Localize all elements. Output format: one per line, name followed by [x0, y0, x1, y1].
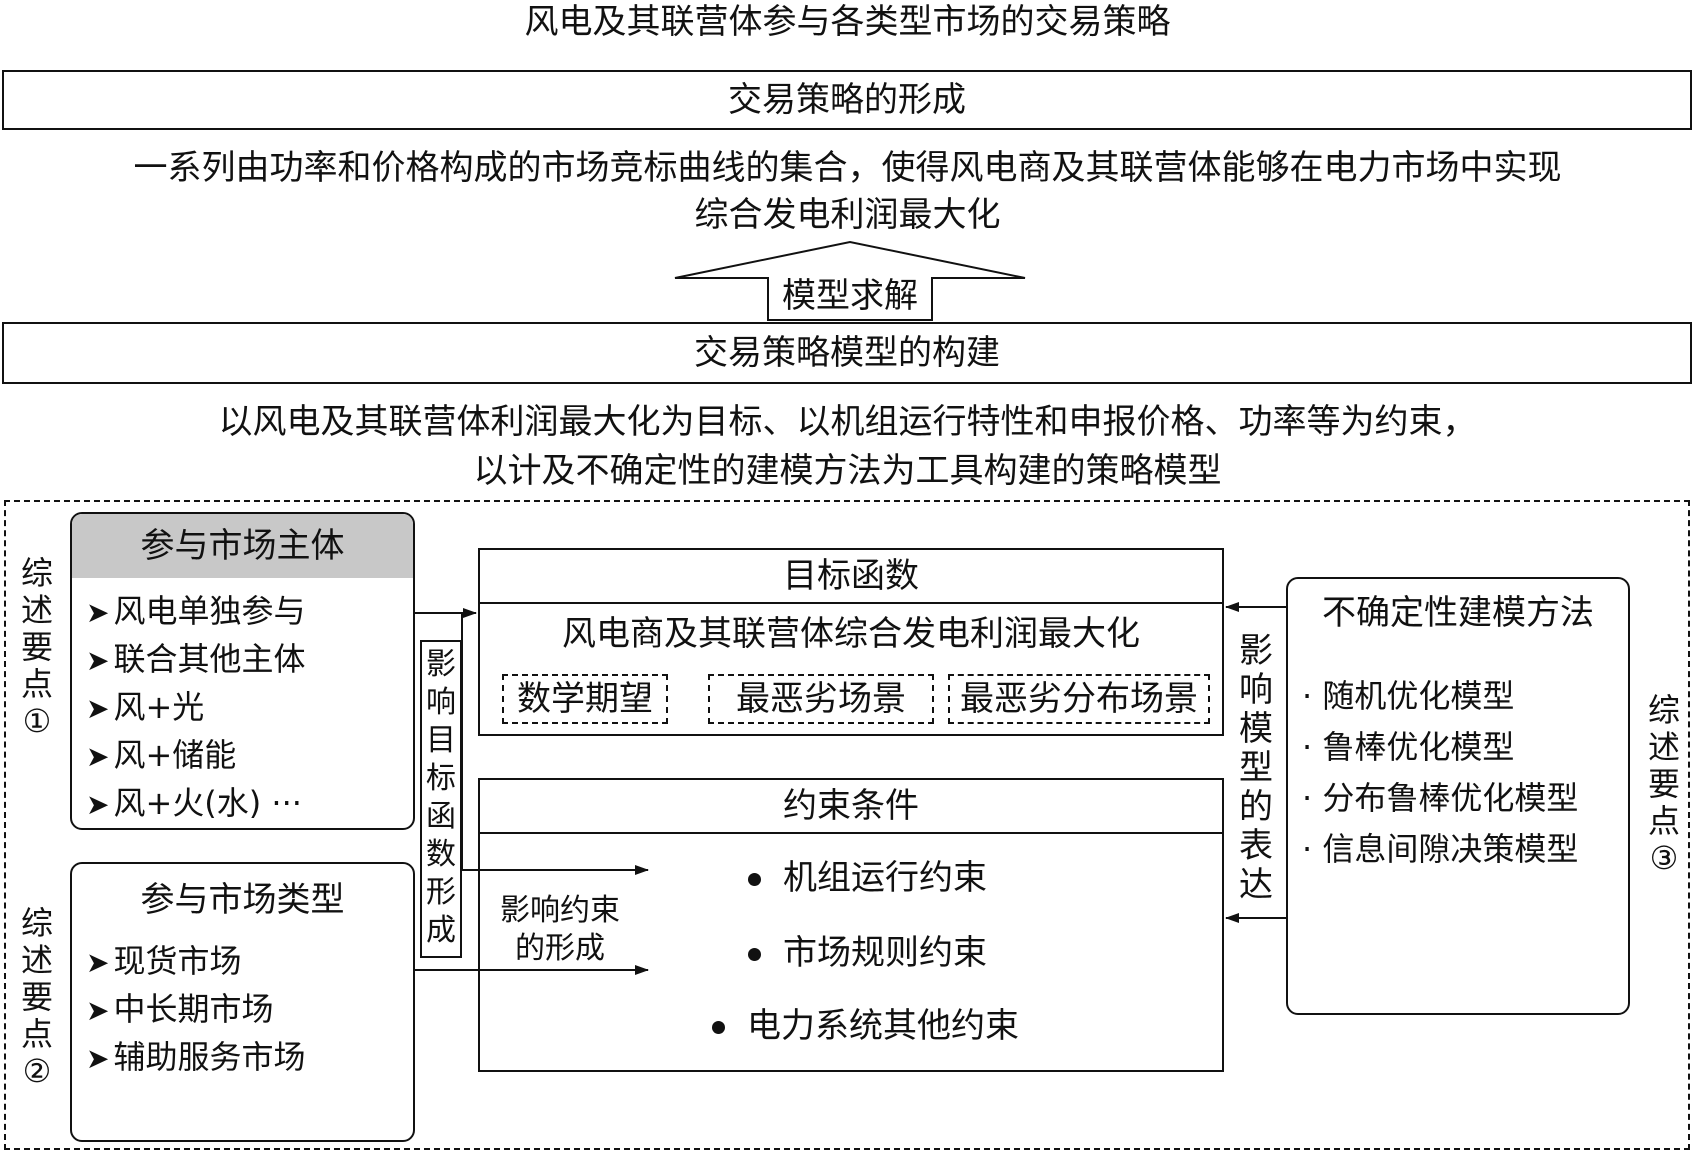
- solve-arrow-icon: [674, 240, 1026, 321]
- arrowhead-icon: ➤: [86, 596, 110, 629]
- objective-option-worst-scenario: 最恶劣场景: [708, 674, 934, 724]
- objective-desc: 风电商及其联营体综合发电利润最大化: [562, 614, 1140, 654]
- uncertainty-item-2: · 鲁棒优化模型: [1302, 728, 1515, 766]
- key-point-2: 综述要点②: [20, 904, 53, 1090]
- model-construction-box: 交易策略模型的构建: [2, 322, 1692, 384]
- market-type-item-2: ➤中长期市场: [86, 990, 274, 1028]
- solve-arrow-label: 模型求解: [782, 276, 918, 316]
- model-construction-desc-1: 以风电及其联营体利润最大化为目标、以机组运行特性和申报价格、功率等为约束，: [218, 402, 1477, 442]
- affect-constraint-label-1: 影响约束: [500, 893, 620, 928]
- arrowhead-icon: ➤: [86, 692, 110, 725]
- bullet-icon: [748, 948, 761, 961]
- objective-box: 目标函数 风电商及其联营体综合发电利润最大化 数学期望 最恶劣场景 最恶劣分布场…: [478, 548, 1224, 736]
- objective-option-worst-distribution: 最恶劣分布场景: [948, 674, 1210, 724]
- affect-objective-box: [420, 640, 462, 958]
- objective-header: 目标函数: [480, 550, 1222, 604]
- market-type-item-1: ➤现货市场: [86, 942, 242, 980]
- constraint-item-2: 市场规则约束: [748, 931, 987, 975]
- participants-list: ➤风电单独参与 ➤联合其他主体 ➤风+光 ➤风+储能 ➤风+火(水) ···: [72, 578, 413, 828]
- uncertainty-item-3: · 分布鲁棒优化模型: [1302, 779, 1579, 817]
- arrowhead-icon: ➤: [86, 994, 110, 1027]
- bullet-icon: [712, 1021, 725, 1034]
- participants-box: 参与市场主体 ➤风电单独参与 ➤联合其他主体 ➤风+光 ➤风+储能 ➤风+火(水…: [70, 512, 415, 830]
- bullet-icon: [748, 873, 761, 886]
- market-type-item-3: ➤辅助服务市场: [86, 1038, 306, 1076]
- constraint-item-3: 电力系统其他约束: [712, 1004, 1019, 1048]
- constraint-item-1: 机组运行约束: [748, 856, 987, 900]
- market-types-box: 参与市场类型 ➤现货市场 ➤中长期市场 ➤辅助服务市场: [70, 862, 415, 1142]
- objective-option-expectation: 数学期望: [502, 674, 668, 724]
- arrowhead-icon: ➤: [86, 1042, 110, 1075]
- arrowhead-icon: ➤: [86, 644, 110, 677]
- affect-model-label: 影响模型的表达: [1239, 631, 1273, 905]
- strategy-formation-desc-1: 一系列由功率和价格构成的市场竞标曲线的集合，使得风电商及其联营体能够在电力市场中…: [133, 148, 1562, 188]
- diagram-title: 风电及其联营体参与各类型市场的交易策略: [524, 2, 1171, 42]
- uncertainty-item-1: · 随机优化模型: [1302, 677, 1515, 715]
- strategy-formation-box: 交易策略的形成: [2, 70, 1692, 130]
- affect-objective-label: 影响目标函数形成: [426, 647, 456, 948]
- market-types-header: 参与市场类型: [140, 880, 345, 920]
- arrowhead-icon: ➤: [86, 788, 110, 821]
- participant-item-4: ➤风+储能: [86, 736, 237, 774]
- model-construction-desc-2: 以计及不确定性的建模方法为工具构建的策略模型: [473, 451, 1222, 491]
- uncertainty-header: 不确定性建模方法: [1322, 593, 1594, 633]
- affect-constraint-label-2: 的形成: [515, 931, 605, 966]
- uncertainty-item-4: · 信息间隙决策模型: [1302, 830, 1579, 868]
- participant-item-3: ➤风+光: [86, 688, 205, 726]
- uncertainty-list: · 随机优化模型 · 鲁棒优化模型 · 分布鲁棒优化模型 · 信息间隙决策模型: [1288, 635, 1628, 875]
- arrowhead-icon: ➤: [86, 740, 110, 773]
- arrowhead-icon: ➤: [86, 946, 110, 979]
- market-types-list: ➤现货市场 ➤中长期市场 ➤辅助服务市场: [72, 932, 413, 1082]
- participant-item-5: ➤风+火(水) ···: [86, 784, 302, 822]
- participant-item-2: ➤联合其他主体: [86, 640, 306, 678]
- participant-item-1: ➤风电单独参与: [86, 592, 306, 630]
- participants-header: 参与市场主体: [72, 514, 413, 578]
- key-point-3: 综述要点③: [1647, 691, 1680, 877]
- constraints-header: 约束条件: [480, 780, 1222, 834]
- key-point-1: 综述要点①: [20, 554, 53, 740]
- uncertainty-box: 不确定性建模方法 · 随机优化模型 · 鲁棒优化模型 · 分布鲁棒优化模型 · …: [1286, 577, 1630, 1015]
- strategy-formation-desc-2: 综合发电利润最大化: [694, 195, 1001, 235]
- detail-frame: [4, 500, 1690, 1150]
- constraints-box: 约束条件 机组运行约束 市场规则约束 电力系统其他约束: [478, 778, 1224, 1072]
